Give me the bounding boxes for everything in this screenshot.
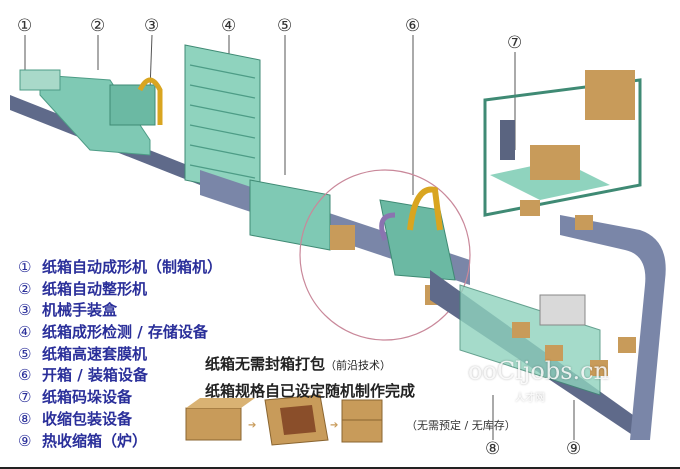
note-cutting-edge: （前沿技术） <box>325 359 392 372</box>
conveyor-curve <box>560 215 666 440</box>
carton <box>330 225 355 250</box>
case-packer-6 <box>379 199 456 281</box>
heat-tunnel-9 <box>539 294 586 326</box>
callout-6: ⑥ <box>405 16 421 36</box>
svg-text:➔: ➔ <box>248 420 256 431</box>
box-forming-machine <box>39 74 151 156</box>
callout-9: ⑨ <box>566 439 582 459</box>
watermark: ooCljobs.cn <box>468 357 610 385</box>
cartons-lower <box>512 322 636 376</box>
pallet-stack <box>520 70 635 230</box>
robot-cell-3 <box>109 84 156 126</box>
callout-leaders <box>24 34 575 440</box>
storage-tower <box>184 44 261 196</box>
highlight-circle <box>299 169 471 341</box>
note-no-sealing: 纸箱无需封箱打包（前沿技术） <box>205 355 392 373</box>
callout-4: ④ <box>221 16 237 36</box>
note-custom-size: 纸箱规格自已设定随机制作完成 <box>205 382 416 400</box>
film-wrapper-5 <box>249 179 331 251</box>
callout-7: ⑦ <box>507 33 523 53</box>
callout-2: ② <box>90 16 106 36</box>
callout-1: ① <box>17 16 33 36</box>
callout-8: ⑧ <box>485 439 501 459</box>
carton-sequence: ➔ ➔ <box>185 394 383 446</box>
svg-text:➔: ➔ <box>330 420 338 431</box>
callout-3: ③ <box>144 16 160 36</box>
callout-5: ⑤ <box>277 16 293 36</box>
watermark-sub: 人才网 <box>515 393 545 404</box>
note-no-stock: （无需预定 / 无库存） <box>406 419 516 432</box>
